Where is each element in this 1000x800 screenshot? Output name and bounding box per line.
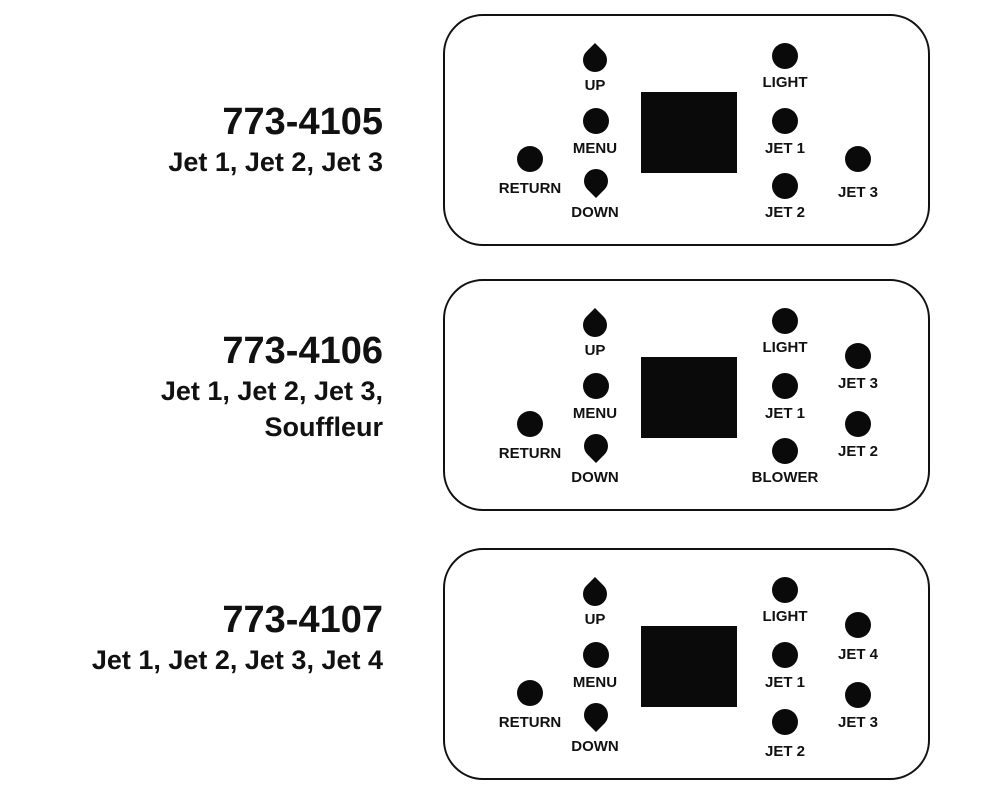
- light-label: LIGHT: [762, 74, 808, 91]
- light-button[interactable]: [772, 43, 798, 69]
- return-button[interactable]: [517, 680, 543, 706]
- jet2-button[interactable]: [772, 709, 798, 735]
- jet3-button[interactable]: [845, 146, 871, 172]
- control-panel: UP MENU DOWN RETURN LIGHT JET 1 JET 2 JE…: [443, 14, 930, 246]
- jet1-label: JET 1: [764, 140, 806, 157]
- jet1-button[interactable]: [772, 108, 798, 134]
- jet4-label: JET 4: [837, 646, 879, 663]
- jet1-button[interactable]: [772, 373, 798, 399]
- up-arrow-button[interactable]: [578, 43, 612, 77]
- blower-label: BLOWER: [751, 469, 819, 486]
- display-screen: [641, 92, 737, 173]
- jet3-label: JET 3: [837, 375, 879, 392]
- jet2-label: JET 2: [764, 743, 806, 760]
- model-number: 773-4105: [222, 101, 383, 143]
- light-label: LIGHT: [762, 608, 808, 625]
- model-description-line-2: Souffleur: [264, 412, 384, 442]
- menu-label: MENU: [572, 674, 618, 691]
- light-button[interactable]: [772, 577, 798, 603]
- model-description: Jet 1, Jet 2, Jet 3: [168, 147, 383, 177]
- model-number: 773-4107: [222, 599, 383, 641]
- model-info: 773-4107 Jet 1, Jet 2, Jet 3, Jet 4: [3, 598, 383, 678]
- down-arrow-button[interactable]: [579, 164, 613, 198]
- panel-row-773-4107: 773-4107 Jet 1, Jet 2, Jet 3, Jet 4 UP M…: [0, 548, 1000, 784]
- panel-row-773-4105: 773-4105 Jet 1, Jet 2, Jet 3 UP MENU DOW…: [0, 14, 1000, 250]
- down-arrow-button[interactable]: [579, 429, 613, 463]
- model-description: Jet 1, Jet 2, Jet 3, Jet 4: [91, 645, 383, 675]
- model-info: 773-4105 Jet 1, Jet 2, Jet 3: [3, 100, 383, 180]
- jet4-button[interactable]: [845, 612, 871, 638]
- menu-button[interactable]: [583, 642, 609, 668]
- return-button[interactable]: [517, 146, 543, 172]
- down-label: DOWN: [571, 469, 619, 486]
- return-label: RETURN: [498, 714, 562, 731]
- jet3-label: JET 3: [837, 184, 879, 201]
- up-arrow-button[interactable]: [578, 308, 612, 342]
- menu-label: MENU: [572, 405, 618, 422]
- panel-row-773-4106: 773-4106 Jet 1, Jet 2, Jet 3, Souffleur …: [0, 279, 1000, 515]
- jet3-label: JET 3: [837, 714, 879, 731]
- up-label: UP: [584, 611, 606, 628]
- return-label: RETURN: [498, 445, 562, 462]
- return-label: RETURN: [498, 180, 562, 197]
- control-panel: UP MENU DOWN RETURN LIGHT JET 1 JET 2 JE…: [443, 548, 930, 780]
- jet2-button[interactable]: [845, 411, 871, 437]
- down-label: DOWN: [571, 204, 619, 221]
- up-label: UP: [584, 342, 606, 359]
- down-arrow-button[interactable]: [579, 698, 613, 732]
- jet3-button[interactable]: [845, 343, 871, 369]
- light-button[interactable]: [772, 308, 798, 334]
- jet2-button[interactable]: [772, 173, 798, 199]
- down-label: DOWN: [571, 738, 619, 755]
- model-description-line-1: Jet 1, Jet 2, Jet 3,: [160, 376, 383, 406]
- display-screen: [641, 357, 737, 438]
- jet3-button[interactable]: [845, 682, 871, 708]
- menu-label: MENU: [572, 140, 618, 157]
- up-arrow-button[interactable]: [578, 577, 612, 611]
- return-button[interactable]: [517, 411, 543, 437]
- jet2-label: JET 2: [764, 204, 806, 221]
- display-screen: [641, 626, 737, 707]
- jet1-button[interactable]: [772, 642, 798, 668]
- jet2-label: JET 2: [837, 443, 879, 460]
- jet1-label: JET 1: [764, 674, 806, 691]
- menu-button[interactable]: [583, 108, 609, 134]
- model-number: 773-4106: [222, 330, 383, 372]
- menu-button[interactable]: [583, 373, 609, 399]
- blower-button[interactable]: [772, 438, 798, 464]
- up-label: UP: [584, 77, 606, 94]
- light-label: LIGHT: [762, 339, 808, 356]
- jet1-label: JET 1: [764, 405, 806, 422]
- model-info: 773-4106 Jet 1, Jet 2, Jet 3, Souffleur: [3, 329, 383, 445]
- control-panel: UP MENU DOWN RETURN LIGHT JET 1 BLOWER J…: [443, 279, 930, 511]
